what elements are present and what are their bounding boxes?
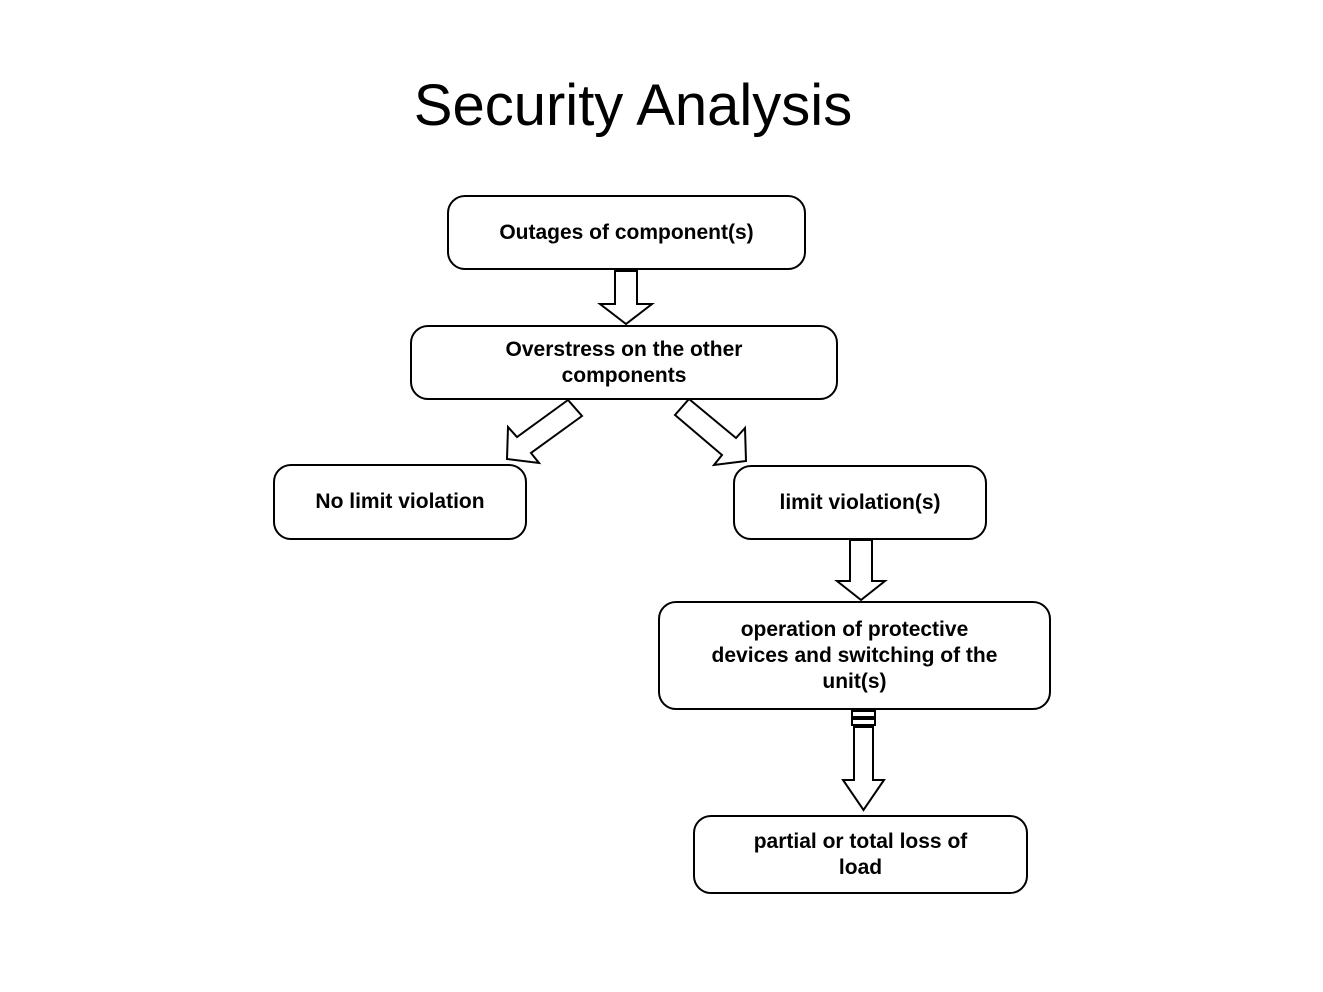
arrow-protective-to-loss-of-load-icon — [841, 726, 886, 812]
arrow-segment-bar-icon — [851, 718, 876, 726]
arrow-limit-violation-to-protective-icon — [834, 539, 888, 602]
node-loss-of-load: partial or total loss of load — [693, 815, 1028, 894]
node-no-limit-violation-label: No limit violation — [315, 490, 485, 513]
arrow-overstress-to-limit-violation-icon — [673, 397, 748, 467]
node-overstress: Overstress on the other components — [410, 325, 838, 400]
arrow-overstress-to-no-limit-violation-icon — [505, 398, 584, 465]
node-no-limit-violation: No limit violation — [273, 464, 527, 540]
node-limit-violation-label: limit violation(s) — [779, 490, 941, 514]
node-overstress-label: Overstress on the other components — [505, 337, 743, 387]
node-protective-switching-label: operation of protective devices and swit… — [711, 617, 998, 693]
node-outages: Outages of component(s) — [447, 195, 806, 270]
arrow-segment-bar-icon — [851, 710, 876, 718]
node-loss-of-load-label: partial or total loss of load — [753, 829, 968, 879]
node-protective-switching: operation of protective devices and swit… — [658, 601, 1051, 710]
node-outages-label: Outages of component(s) — [499, 220, 754, 244]
node-limit-violation: limit violation(s) — [733, 465, 987, 540]
page-title: Security Analysis — [413, 73, 853, 138]
arrow-outages-to-overstress-icon — [597, 270, 655, 326]
